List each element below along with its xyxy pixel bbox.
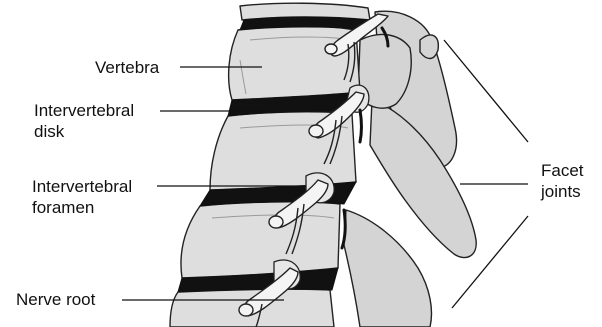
vertebral-body-3	[181, 202, 340, 278]
label-intervertebral-disk-line2: disk	[34, 121, 134, 142]
transverse-process	[420, 35, 438, 58]
label-vertebra: Vertebra	[95, 57, 159, 78]
label-facet-joints: Facet joints	[541, 160, 584, 202]
label-intervertebral-disk-line1: Intervertebral	[34, 100, 134, 121]
label-intervertebral-foramen-line2: foramen	[32, 197, 132, 218]
label-intervertebral-foramen-line1: Intervertebral	[32, 176, 132, 197]
posterior-elements	[344, 11, 476, 327]
label-facet-joints-line2: joints	[541, 181, 584, 202]
label-facet-joints-line1: Facet	[541, 160, 584, 181]
label-intervertebral-disk: Intervertebral disk	[34, 100, 134, 142]
label-nerve-root: Nerve root	[16, 289, 95, 310]
spinous-process-lower	[344, 210, 432, 327]
leader-facet-upper	[444, 40, 528, 142]
label-intervertebral-foramen: Intervertebral foramen	[32, 176, 132, 218]
